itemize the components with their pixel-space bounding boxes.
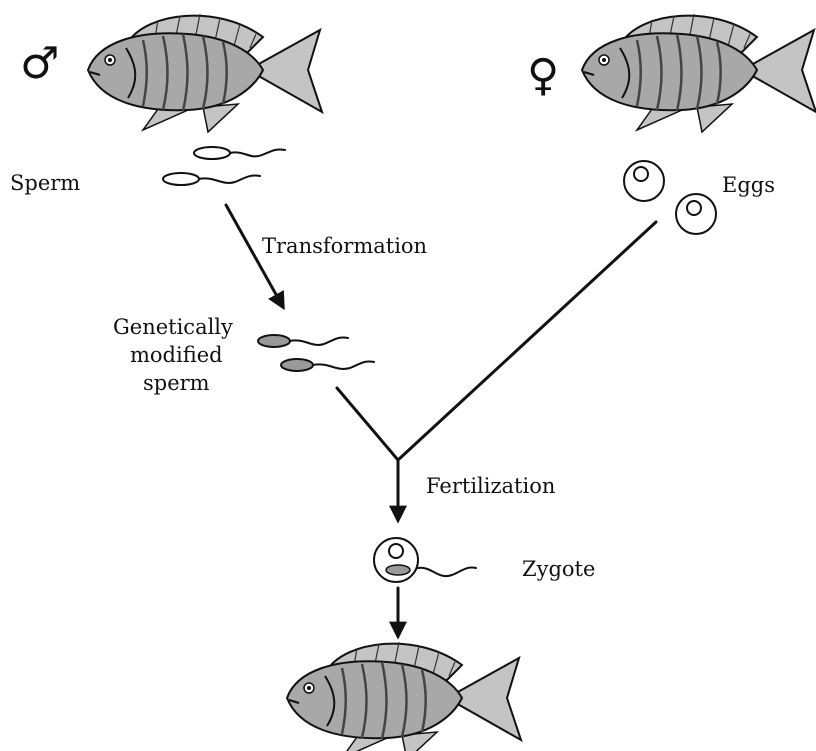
sperm-label: Sperm <box>10 171 80 195</box>
gm-sperm-label-line3: sperm <box>143 371 210 395</box>
male-fish-icon <box>88 14 322 132</box>
sperm-icon <box>163 147 285 185</box>
sperm-path-line <box>337 388 398 460</box>
eggs-label: Eggs <box>722 173 775 197</box>
modified-sperm-icon <box>258 335 374 371</box>
male-symbol-icon: ♂ <box>20 38 59 89</box>
gm-sperm-label-line2: modified <box>130 343 223 367</box>
zygote-icon <box>374 538 476 582</box>
egg-icon <box>624 161 716 234</box>
fertilization-label: Fertilization <box>426 474 555 498</box>
female-symbol-icon: ♀ <box>527 50 559 101</box>
gm-sperm-label-line1: Genetically <box>113 315 233 339</box>
transformation-label: Transformation <box>262 234 427 258</box>
female-fish-icon <box>582 14 816 132</box>
egg-path-line <box>398 222 656 460</box>
zygote-label: Zygote <box>522 557 595 581</box>
transgenic-fish-icon <box>287 642 521 751</box>
